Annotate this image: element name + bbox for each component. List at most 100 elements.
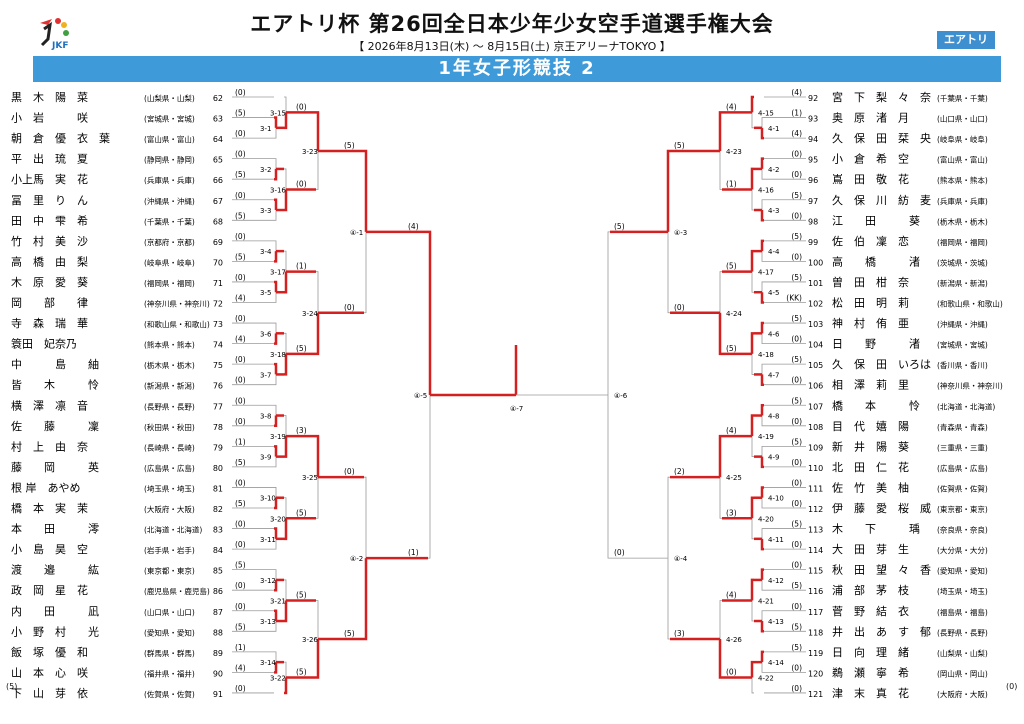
left-player-number: 65 <box>213 156 223 165</box>
right-player-name: 久 保 田 いろは <box>832 357 931 371</box>
left-player-team: (富山県・富山) <box>144 134 195 144</box>
bracket-line <box>750 496 754 519</box>
bracket-line <box>761 199 764 211</box>
bracket-line <box>719 477 722 519</box>
right-player-team: (岡山県・岡山) <box>937 668 988 678</box>
right-score: (0) <box>791 602 802 611</box>
left-score: (5) <box>235 622 246 631</box>
bracket-line <box>274 609 278 622</box>
left-player-name: 藤 岡 英 <box>11 460 99 474</box>
logo-text: JKF <box>51 41 68 51</box>
left-player-name: 小上馬 実 花 <box>11 172 88 186</box>
bracket-line <box>284 661 287 678</box>
match-label: 3-13 <box>260 618 276 626</box>
left-score: (5) <box>235 561 246 570</box>
bracket-line <box>761 415 764 427</box>
left-player-number: 78 <box>213 423 223 432</box>
match-score: (0) <box>344 303 355 312</box>
right-score: (0) <box>791 170 802 179</box>
match-label: 3-20 <box>270 515 286 523</box>
right-score: (5) <box>791 581 802 590</box>
left-player-team: (岐阜県・岐阜) <box>144 257 195 267</box>
bracket-line <box>274 127 277 139</box>
match-label: ④-1 <box>350 229 363 237</box>
match-label: 3-25 <box>302 474 318 482</box>
match-label: 4-16 <box>758 186 774 194</box>
left-score: (4) <box>235 294 246 303</box>
right-player-name: 高 橋 渚 <box>832 254 920 268</box>
bracket-line <box>760 127 764 140</box>
match-score: (0) <box>296 179 307 188</box>
event-dates: 【 2026年8月13日(木) ～ 8月15日(土) 京王アリーナTOKYO 】 <box>353 40 671 53</box>
match-label: 3-24 <box>302 310 318 318</box>
match-score: (3) <box>726 508 737 517</box>
right-player-number: 118 <box>808 628 823 637</box>
left-score: (1) <box>235 643 246 652</box>
match-label: 3-10 <box>260 495 276 503</box>
bracket-line <box>760 374 764 386</box>
match-label: 3-19 <box>270 433 286 441</box>
match-label: 3-23 <box>302 148 318 156</box>
match-label: 4-26 <box>726 636 742 644</box>
match-label: 3-18 <box>270 351 286 359</box>
left-score: (0) <box>235 314 246 323</box>
match-score: (3) <box>674 629 685 638</box>
bracket-line <box>751 189 754 211</box>
match-label: 4-6 <box>768 330 780 338</box>
left-score: (0) <box>235 129 246 138</box>
right-score: (0) <box>791 561 802 570</box>
right-player-name: 大 田 芽 生 <box>832 542 909 556</box>
event-title-bar: 1年女子形競技 2 <box>33 56 1001 82</box>
right-score: (4) <box>791 129 802 138</box>
left-player-team: (山口県・山口) <box>144 607 195 617</box>
bracket-line <box>750 414 754 437</box>
right-player-team: (熊本県・熊本) <box>937 175 988 185</box>
header: JKF エアトリ杯 第26回全日本少年少女空手道選手権大会 【 2026年8月1… <box>0 0 1024 55</box>
match-label: 3-5 <box>260 289 271 297</box>
match-score: (5) <box>296 508 307 517</box>
match-score: (4) <box>408 222 419 231</box>
right-score: (5) <box>791 396 802 405</box>
bracket-line <box>274 621 277 632</box>
right-player-name: 日 向 理 緒 <box>832 645 909 659</box>
match-label: 4-22 <box>758 675 774 683</box>
right-player-team: (佐賀県・佐賀) <box>937 483 988 493</box>
bracket-line <box>760 650 764 663</box>
bracket-line <box>274 415 278 428</box>
right-player-name: 井 出 あ す 郁 <box>832 624 931 638</box>
left-player-number: 80 <box>213 464 223 473</box>
bracket-line <box>274 538 277 550</box>
left-player-team: (福岡県・福岡) <box>144 279 195 288</box>
left-player-team: (宮城県・宮城) <box>144 114 195 124</box>
match-label: 4-21 <box>758 597 774 605</box>
left-player-name: 簑田 妃奈乃 <box>11 337 77 351</box>
bracket-line <box>316 271 319 313</box>
match-label: 3-26 <box>302 636 318 644</box>
right-player-number: 108 <box>808 423 823 432</box>
left-player-name: 竹 村 美 沙 <box>11 234 88 248</box>
match-score: (4) <box>726 102 737 111</box>
right-player-team: (香川県・香川) <box>937 360 988 370</box>
bracket-line <box>274 198 278 211</box>
left-side-score: (5) <box>6 682 18 691</box>
right-player-team: (兵庫県・兵庫) <box>937 196 988 206</box>
left-player-number: 62 <box>213 94 223 103</box>
right-player-name: 久 保 田 栞 央 <box>832 131 931 145</box>
left-player-name: 皆 木 怜 <box>11 379 99 392</box>
right-player-team: (和歌山県・和歌山) <box>937 299 1003 309</box>
bracket-line <box>284 112 288 130</box>
left-player-name: 横 澤 凛 音 <box>11 398 88 412</box>
left-player-number: 85 <box>213 567 223 576</box>
bracket-line <box>761 251 764 262</box>
bracket-line <box>751 353 754 375</box>
right-score: (0) <box>791 335 802 344</box>
match-score: (5) <box>726 262 737 271</box>
right-score: (5) <box>791 520 802 529</box>
bracket-line <box>750 332 754 354</box>
left-player-team: (静岡県・静岡) <box>144 155 195 165</box>
right-player-number: 96 <box>808 176 818 185</box>
match-label: 3-17 <box>270 269 286 277</box>
left-player-name: 寺 森 瑞 華 <box>11 316 88 330</box>
left-player-name: 岡 部 律 <box>11 296 88 310</box>
match-score: (5) <box>296 590 307 599</box>
